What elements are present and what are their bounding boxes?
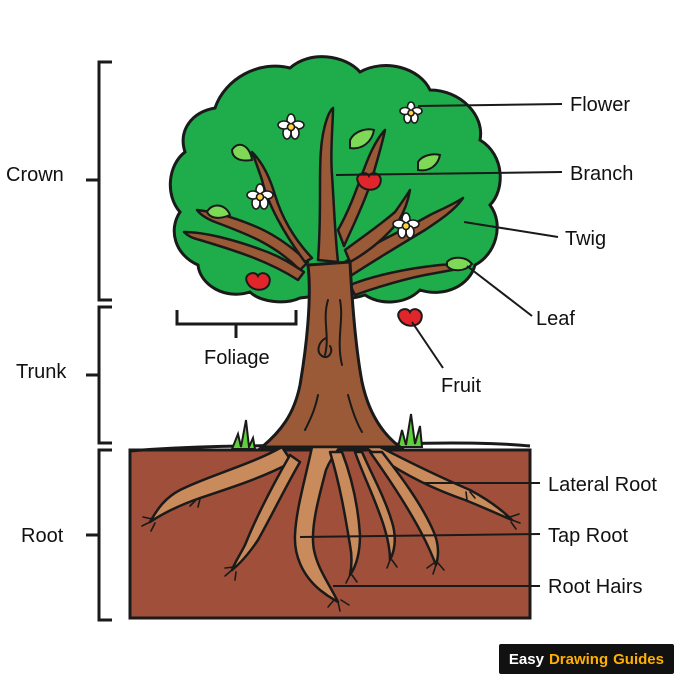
leaf-4 <box>417 153 442 172</box>
twig-label: Twig <box>565 228 606 250</box>
twig-leader <box>463 221 559 238</box>
flower-4 <box>392 212 420 239</box>
grass-tuft-left <box>230 419 257 451</box>
branch-center <box>316 106 340 264</box>
branch-right-mid <box>343 188 412 264</box>
fruit-3 <box>397 308 423 327</box>
trunk-bracket <box>86 305 112 445</box>
flower-3 <box>246 183 274 210</box>
fruit-label: Fruit <box>441 375 481 397</box>
brand-logo: Easy Drawing Guides <box>498 644 674 674</box>
branch-leader <box>335 171 563 176</box>
crown-bracket <box>86 60 112 302</box>
foliage-label: Foliage <box>204 347 270 369</box>
fruit-leader <box>411 321 444 369</box>
fruit-2 <box>245 272 271 291</box>
leaf-2 <box>205 204 232 219</box>
fruits <box>245 172 423 327</box>
leaf-3 <box>349 128 376 150</box>
lateral-root-label: Lateral Root <box>548 474 657 496</box>
branch-upper-left <box>250 150 314 264</box>
branch-left <box>195 208 310 272</box>
trunk-label: Trunk <box>16 361 67 383</box>
tap-root-label: Tap Root <box>548 525 628 547</box>
flower-leader <box>417 103 563 107</box>
branch-left-low <box>182 230 306 282</box>
grass-tuft-right <box>396 413 424 448</box>
crown-label: Crown <box>6 164 64 186</box>
leaf-leader <box>466 265 533 317</box>
bark-texture <box>304 299 363 433</box>
section-brackets <box>86 60 298 622</box>
root-bracket <box>86 448 112 622</box>
root-label: Root <box>21 525 64 547</box>
flower-2 <box>399 101 423 124</box>
root-hairs-label: Root Hairs <box>548 576 642 598</box>
leaf-1 <box>230 143 254 162</box>
foliage-bracket <box>175 310 298 338</box>
leaves <box>205 128 474 272</box>
branch-label: Branch <box>570 163 633 185</box>
logo-word-drawing: Drawing <box>548 650 609 668</box>
flowers <box>246 101 423 239</box>
leader-lines <box>299 103 563 587</box>
tap-root-leader <box>299 533 541 538</box>
logo-word-guides: Guides <box>613 650 664 668</box>
leaf-label: Leaf <box>536 308 575 330</box>
root-hairs <box>141 491 521 612</box>
leaf-5 <box>446 256 474 272</box>
flower-1 <box>277 113 305 140</box>
flower-label: Flower <box>570 94 630 116</box>
logo-word-easy: Easy <box>508 650 544 668</box>
